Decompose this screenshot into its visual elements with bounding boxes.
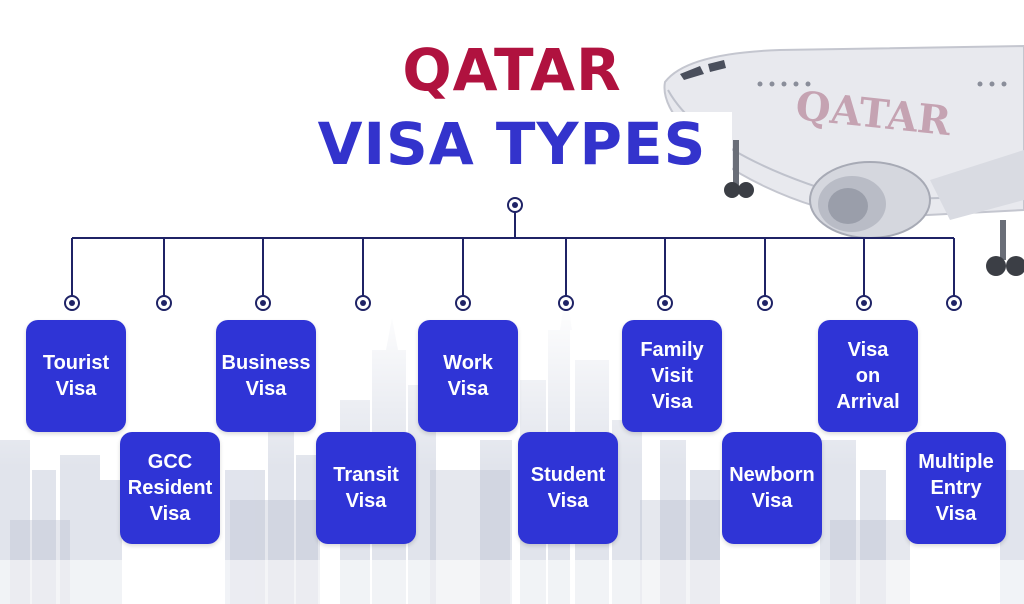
branch-node-dot [563,300,569,306]
title-qatar: QATAR [402,36,622,104]
title-backdrop [292,112,732,182]
visa-type-label: Student [530,464,606,486]
visa-type-label: Visa [55,378,97,400]
visa-type-label: Visa [447,378,489,400]
branch-node-dot [762,300,768,306]
visa-type-label: GCC [147,451,193,473]
visa-type-label: Transit [333,464,399,486]
branch-node-dot [260,300,266,306]
visa-type-label: Entry [930,477,982,499]
branch-node-dot [69,300,75,306]
visa-type-label: Visa [547,490,589,512]
visa-type-label: Newborn [729,464,815,486]
root-node-dot [512,202,518,208]
visa-type-label: Visa [935,503,977,525]
visa-type-label: Visit [651,365,693,387]
visa-type-label: Multiple [918,451,994,473]
title-visa-types: VISA TYPES [317,110,707,178]
branch-node-dot [662,300,668,306]
visa-type-label: Visa [345,490,387,512]
branch-node-dot [360,300,366,306]
visa-type-label: Family [640,339,704,361]
visa-type-label: Visa [651,391,693,413]
branch-node-dot [460,300,466,306]
visa-type-label: Visa [751,490,793,512]
branch-node-dot [161,300,167,306]
branch-node-dot [861,300,867,306]
visa-type-label: Tourist [42,352,110,374]
visa-type-label: Resident [127,477,213,499]
visa-type-label: Work [443,352,493,374]
branch-node-dot [951,300,957,306]
visa-type-label: Business [221,352,311,374]
visa-type-label: Visa [245,378,287,400]
visa-type-label: Arrival [836,391,900,413]
visa-type-label: on [855,365,881,387]
visa-type-label: Visa [847,339,889,361]
visa-type-label: Visa [149,503,191,525]
